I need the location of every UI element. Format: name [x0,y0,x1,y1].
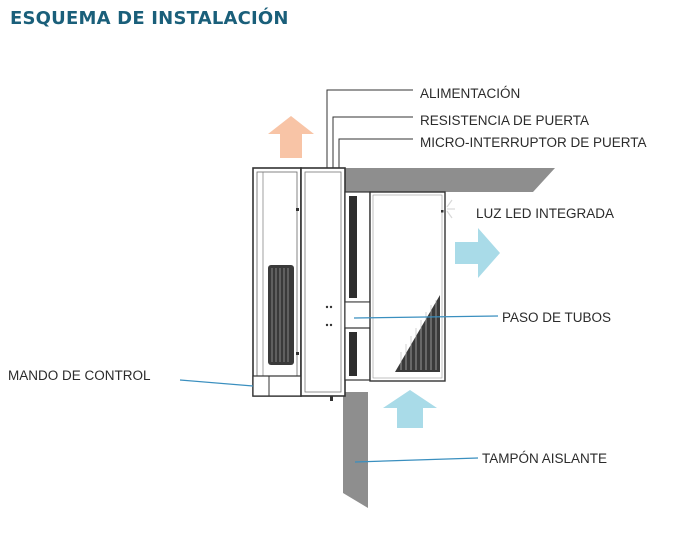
label-micro-interruptor: MICRO-INTERRUPTOR DE PUERTA [420,135,647,150]
cold-air-outlet-arrow [455,228,500,278]
led-light-icon [446,199,455,219]
pipe-passage [344,191,371,381]
insulating-wall [343,392,368,508]
hot-air-arrow [268,116,314,158]
cable-lines [326,89,413,168]
unit-body [300,167,346,401]
condenser-grille [268,265,294,365]
label-alimentacion: ALIMENTACIÓN [420,86,520,101]
leader-lines [179,315,499,463]
label-tampon-aislante: TAMPÓN AISLANTE [482,451,607,466]
label-paso-tubos: PASO DE TUBOS [502,310,611,325]
label-resistencia-puerta: RESISTENCIA DE PUERTA [420,113,589,128]
condenser-unit [252,167,302,397]
label-luz-led: LUZ LED INTEGRADA [476,206,614,221]
cold-air-return-arrow [383,390,437,428]
evaporator-unit [369,191,446,382]
ceiling-slab [345,168,555,192]
diagram-title: ESQUEMA DE INSTALACIÓN [10,8,289,29]
label-mando-control: MANDO DE CONTROL [8,368,151,383]
